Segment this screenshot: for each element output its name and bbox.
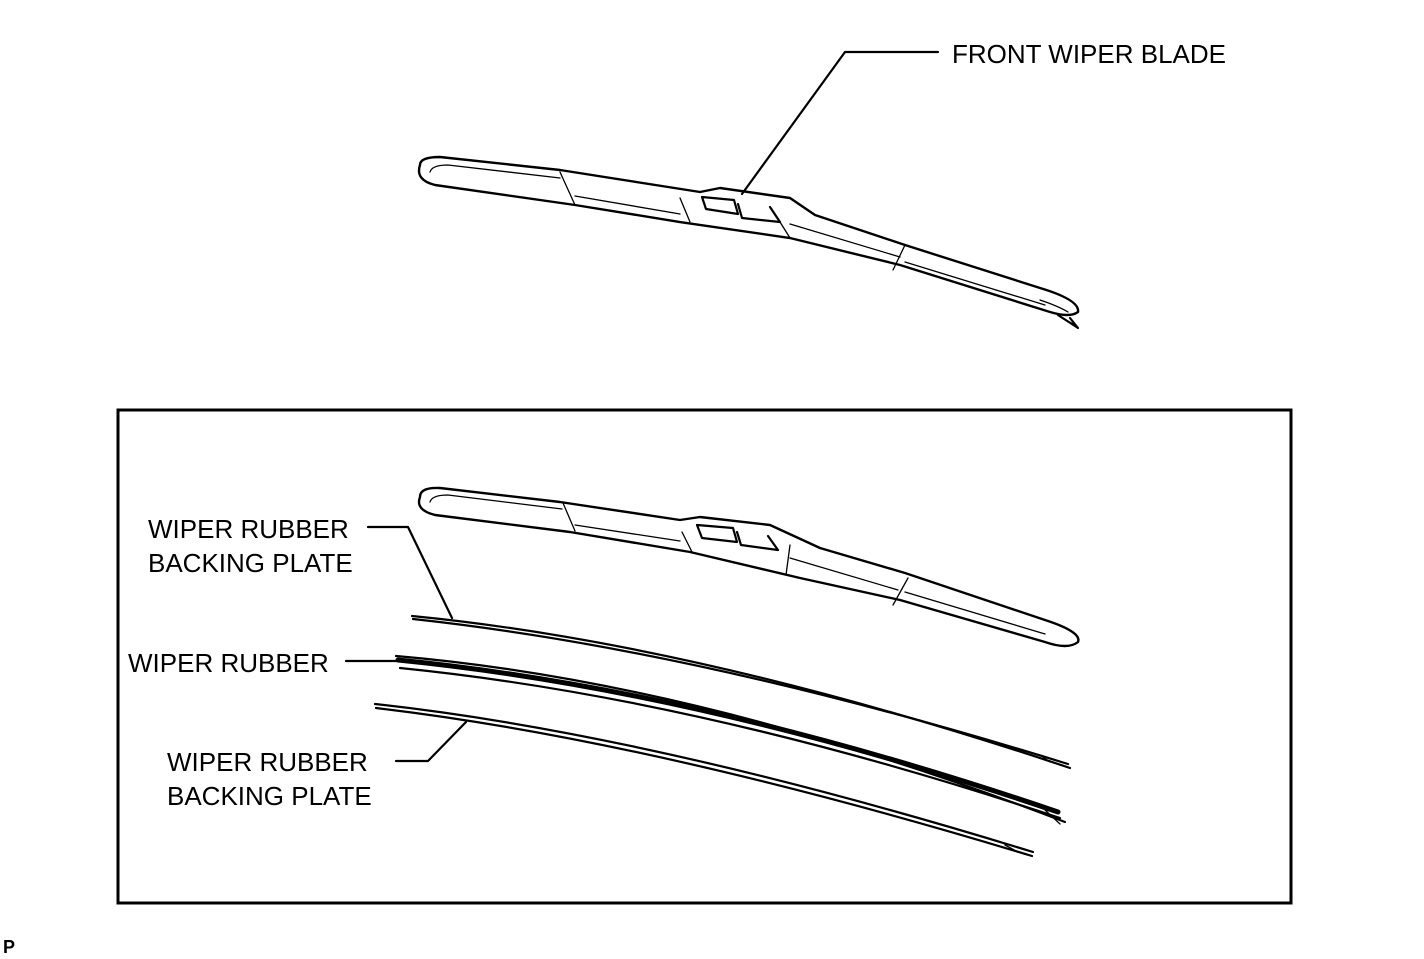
backing-plate-lower-label-line2: BACKING PLATE (167, 781, 372, 811)
backing-plate-upper-label-line2: BACKING PLATE (148, 548, 353, 578)
front-wiper-blade-leader (740, 50, 940, 196)
corner-mark: P (3, 937, 15, 957)
backing-plate-upper-label-line1: WIPER RUBBER (148, 514, 349, 544)
wiper-rubber-backing-plate-lower (373, 702, 1035, 858)
wiper-rubber (394, 654, 1067, 825)
exploded-view-frame (116, 408, 1293, 905)
front-wiper-blade (417, 155, 1080, 330)
backing-plate-lower-leader (394, 720, 468, 763)
wiper-rubber-label: WIPER RUBBER (128, 648, 329, 678)
backing-plate-lower-label-line1: WIPER RUBBER (167, 747, 368, 777)
wiper-rubber-backing-plate-upper (410, 614, 1072, 770)
backing-plate-upper-leader (366, 525, 454, 620)
wiper-blade-frame (417, 486, 1080, 648)
front-wiper-blade-label: FRONT WIPER BLADE (952, 39, 1226, 69)
